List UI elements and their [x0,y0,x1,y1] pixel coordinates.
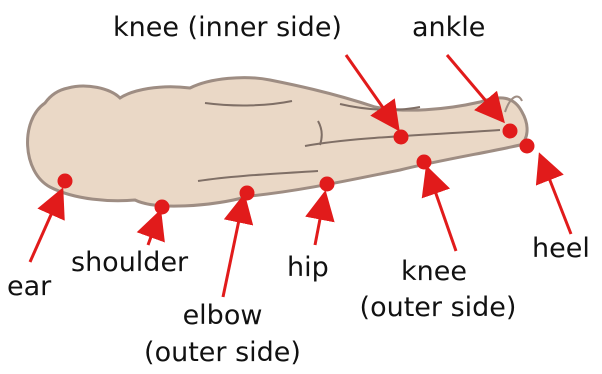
label-ankle: ankle [412,13,485,43]
label-shoulder: shoulder [71,248,188,278]
knee-inner-point [394,130,409,145]
label-hip: hip [287,253,329,283]
label-elbow-line2: (outer side) [127,338,318,368]
knee-outer-point [417,155,432,170]
shoulder-arrow [148,212,160,245]
body-silhouette [28,78,528,206]
label-heel: heel [532,234,590,264]
elbow-arrow [223,196,244,297]
hip-point [320,177,335,192]
knee-outer-arrow [427,168,456,251]
label-elbow-line1: elbow [172,301,273,331]
label-ear: ear [7,272,51,302]
label-knee-outer-line1: knee [384,257,484,287]
ear-arrow [30,190,62,262]
hip-arrow [315,193,325,245]
label-knee-outer-line2: (outer side) [347,293,529,323]
ankle-point [503,124,518,139]
ear-point [58,174,73,189]
label-knee-inner: knee (inner side) [113,13,342,43]
elbow-point [240,186,255,201]
heel-point [520,139,535,154]
heel-arrow [540,155,571,234]
shoulder-point [155,200,170,215]
